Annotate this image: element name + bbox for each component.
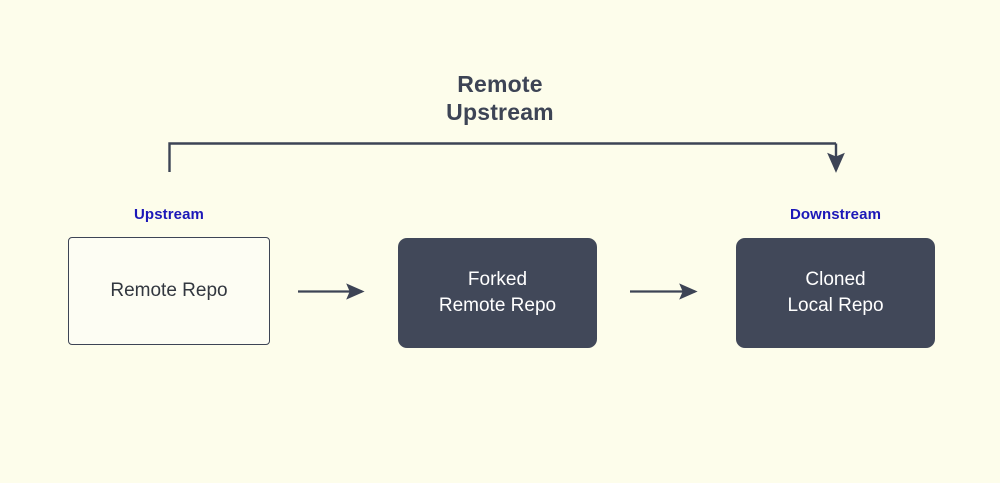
node-forked-remote-repo-line-1: Forked bbox=[467, 269, 528, 290]
node-cloned-local-repo-line-1: Cloned bbox=[805, 269, 866, 290]
node-forked-remote-repo[interactable]: Forked Remote Repo bbox=[398, 238, 597, 348]
label-downstream: Downstream bbox=[789, 206, 882, 223]
remote-upstream-bracket-arrow bbox=[168, 142, 845, 173]
node-remote-repo-line-1: Remote Repo bbox=[110, 280, 228, 301]
page-title-line-2: Upstream bbox=[446, 99, 554, 125]
node-remote-repo[interactable]: Remote Repo bbox=[68, 237, 270, 345]
node-cloned-local-repo[interactable]: Cloned Local Repo bbox=[736, 238, 935, 348]
node-cloned-local-repo-line-2: Local Repo bbox=[787, 295, 884, 316]
node-forked-remote-repo-label: Forked Remote Repo bbox=[439, 267, 556, 319]
node-remote-repo-label: Remote Repo bbox=[110, 278, 227, 304]
label-upstream: Upstream bbox=[134, 206, 204, 223]
page-title: Remote Upstream bbox=[0, 70, 1000, 126]
node-forked-remote-repo-line-2: Remote Repo bbox=[438, 295, 557, 316]
page-title-line-1: Remote bbox=[457, 71, 543, 97]
node-cloned-local-repo-label: Cloned Local Repo bbox=[787, 267, 883, 319]
